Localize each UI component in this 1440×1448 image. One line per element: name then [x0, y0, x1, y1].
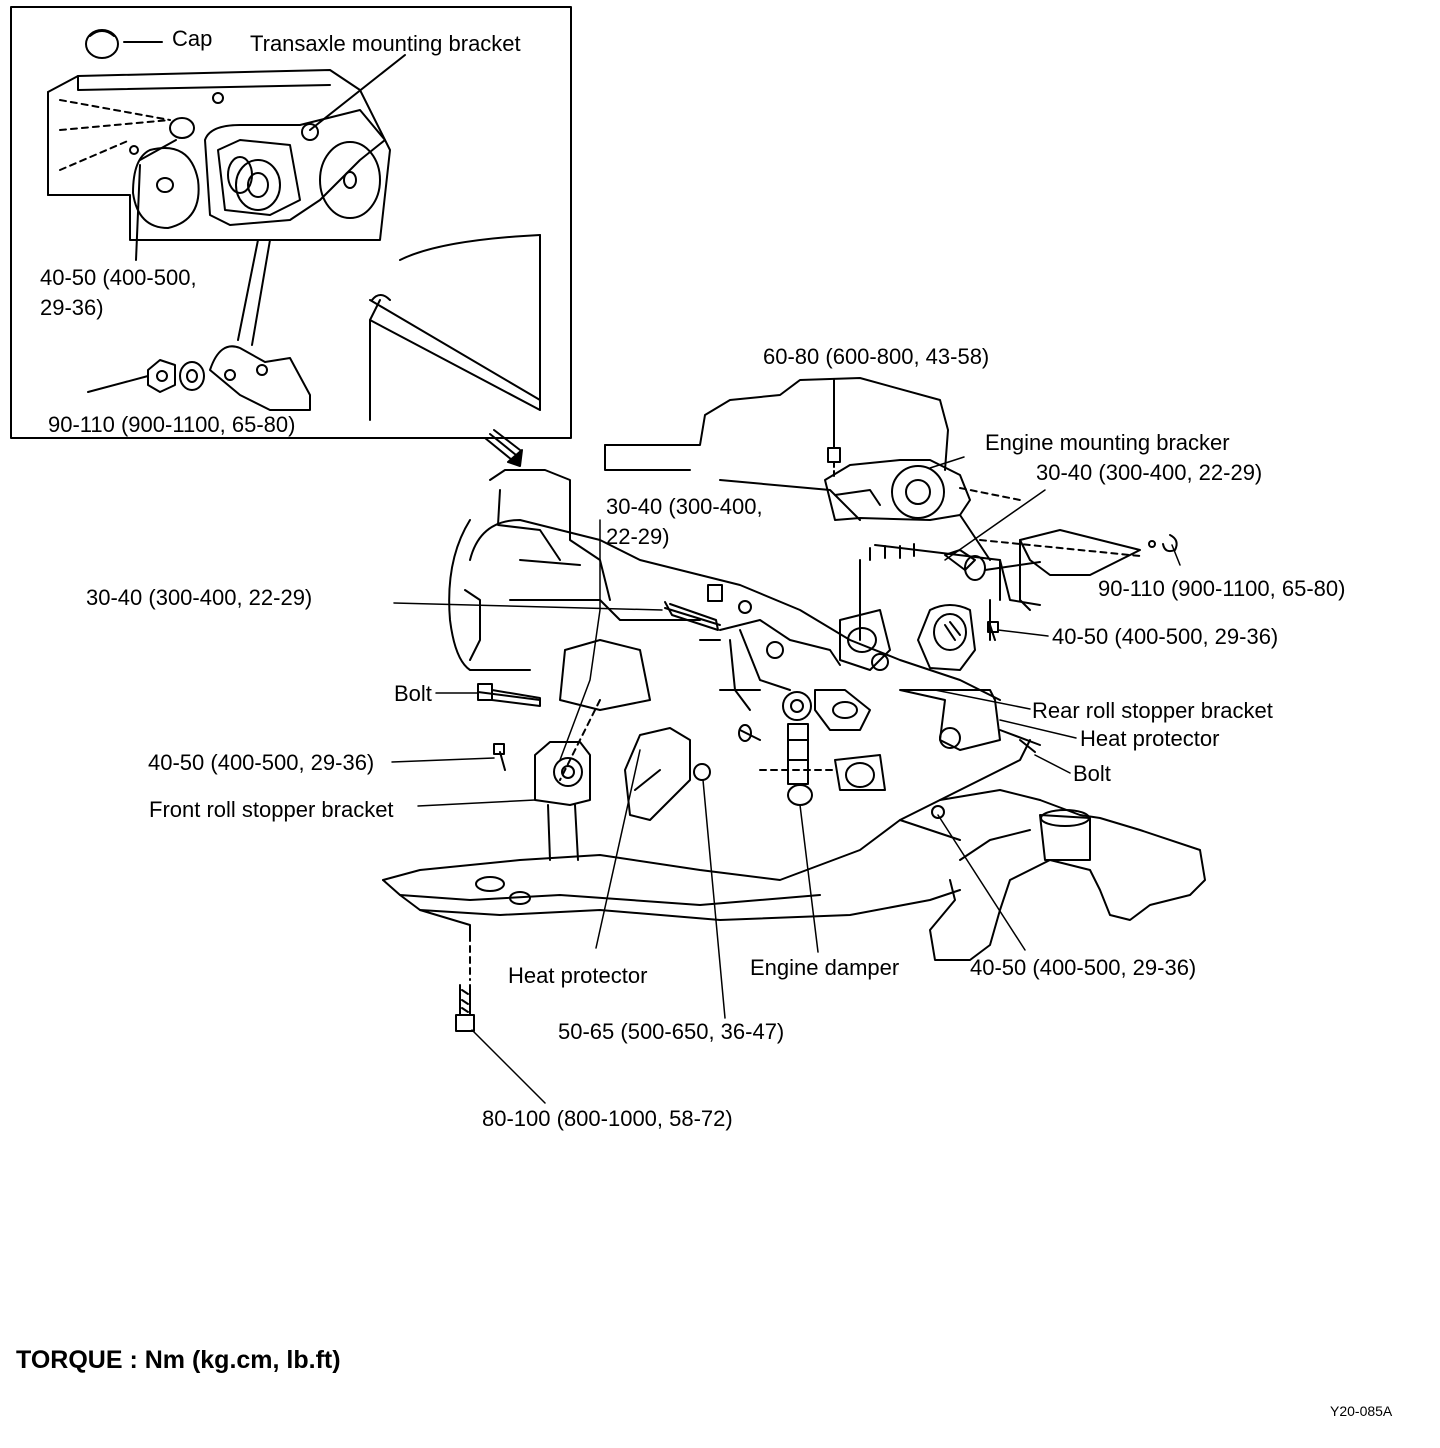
inset-transaxle-bracket-drawing: [47, 29, 541, 421]
engine-mount-through-bolt-torque: 90-110 (900-1100, 65-80): [1098, 576, 1346, 601]
engine-damper-label: Engine damper: [750, 955, 900, 980]
figure-code: Y20-085A: [1330, 1403, 1393, 1419]
engine-bracket-bolt-torque: 30-40 (300-400, 22-29): [1036, 460, 1263, 485]
leader-lines: [391, 456, 1181, 1104]
bolt-right-label: Bolt: [1073, 761, 1111, 786]
torque-units-note: TORQUE : Nm (kg.cm, lb.ft): [16, 1346, 341, 1374]
engine-mounting-bracket-label: Engine mounting bracker: [985, 430, 1230, 455]
rear-roll-stopper-bracket-label: Rear roll stopper bracket: [1032, 698, 1273, 723]
inset-reference-arrow: [484, 429, 523, 467]
heat-protector-right-label: Heat protector: [1080, 726, 1220, 751]
engine-assembly-drawing: [382, 377, 1206, 1032]
inset-frame: [10, 6, 572, 439]
bolt-left-label: Bolt: [394, 681, 432, 706]
front-roll-stopper-bracket-label: Front roll stopper bracket: [149, 797, 394, 822]
engine-bracket-nut-torque: 60-80 (600-800, 43-58): [763, 344, 990, 369]
transaxle-mounting-bracket-label: Transaxle mounting bracket: [250, 31, 521, 56]
inset-torque-a-label: 40-50 (400-500, 29-36): [40, 265, 197, 320]
front-stopper-bolt-torque: 40-50 (400-500, 29-36): [148, 750, 375, 775]
left-bolt-torque: 30-40 (300-400, 22-29): [86, 585, 313, 610]
subframe-bolt-torque: 80-100 (800-1000, 58-72): [482, 1106, 733, 1131]
heat-protector-bottom-label: Heat protector: [508, 963, 648, 988]
crossmember-bolt-torque: 40-50 (400-500, 29-36): [970, 955, 1197, 980]
rear-mount-bolt-torque: 40-50 (400-500, 29-36): [1052, 624, 1279, 649]
transaxle-side-bolt-torque: 30-40 (300-400, 22-29): [606, 494, 763, 549]
inset-torque-b-label: 90-110 (900-1100, 65-80): [48, 412, 296, 437]
damper-bolt-torque: 50-65 (500-650, 36-47): [558, 1019, 785, 1044]
cap-label: Cap: [172, 26, 213, 51]
